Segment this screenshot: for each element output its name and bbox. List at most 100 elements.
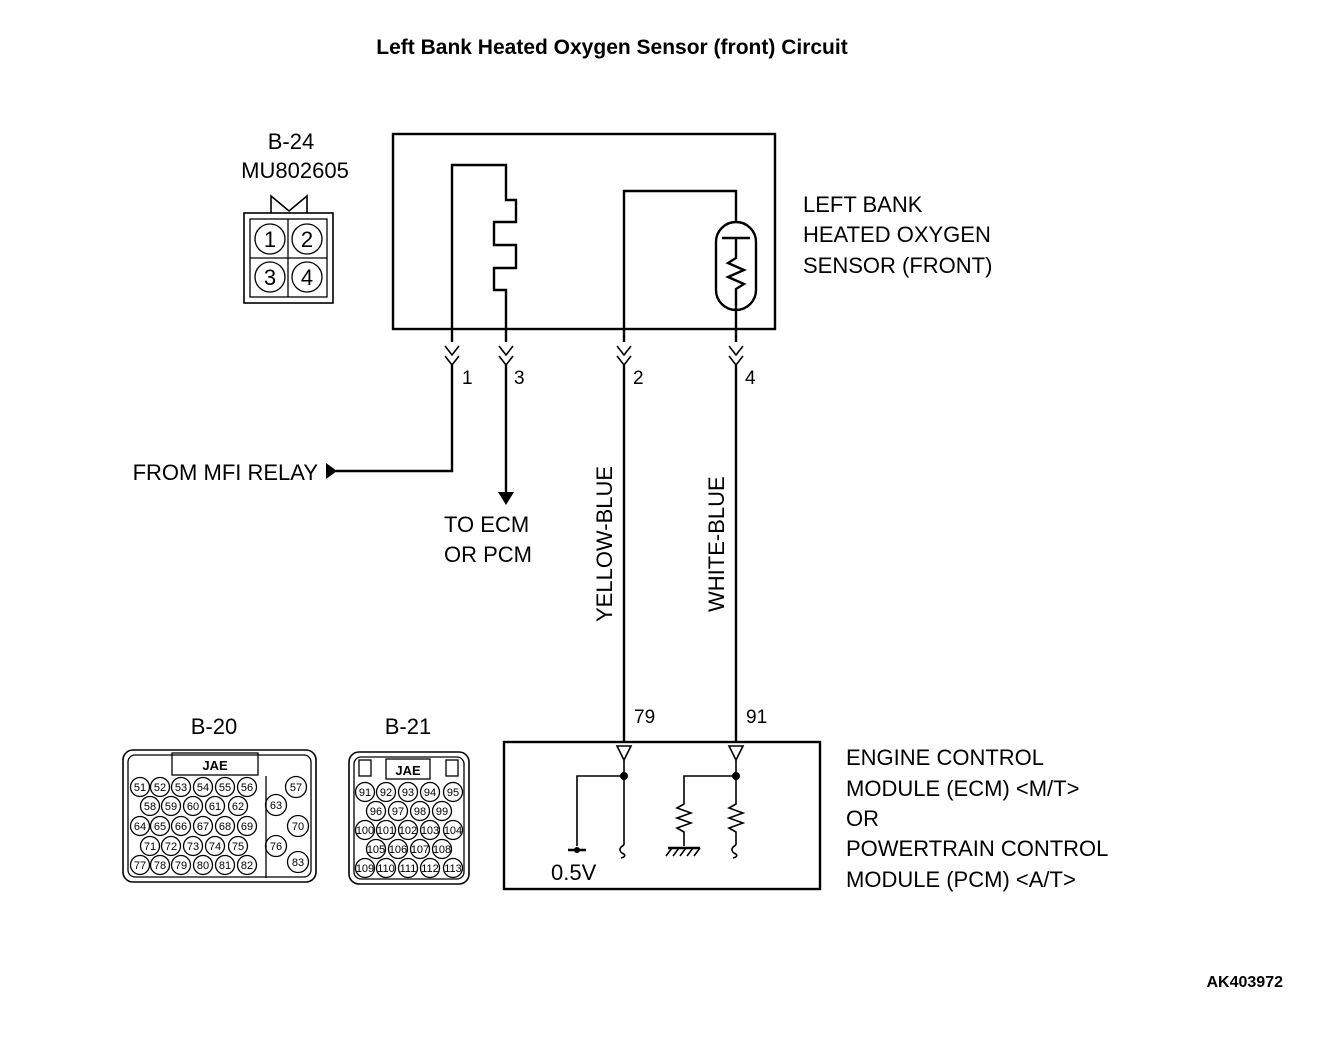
connector-pin [397, 819, 419, 841]
connector-b24-pin-circle [291, 261, 323, 293]
connector-b20-maker: JAE [202, 758, 228, 773]
ecm-signal-tail [731, 844, 738, 859]
connector-pin [409, 838, 431, 860]
connector-pin-label: 55 [219, 782, 231, 794]
to-ecm-label-line: TO ECM [444, 512, 529, 537]
connector-b24-pin-circle [254, 223, 286, 255]
sensing-element-resistor [725, 252, 747, 310]
connector-pin-label: 72 [165, 841, 177, 853]
ecm-label-line: MODULE (ECM) <M/T> [846, 776, 1079, 801]
connector-b24-pin-circle [254, 261, 286, 293]
connector-pin-label: 105 [367, 844, 385, 856]
wire-color-pin4: WHITE-BLUE [704, 476, 729, 612]
connector-pin-label: 70 [292, 821, 304, 833]
ecm-resistor [674, 800, 694, 846]
sensor-box [391, 132, 777, 331]
connector-pin [192, 815, 214, 837]
connector-pin [264, 793, 288, 817]
connector-b24-latch [270, 194, 308, 213]
connector-pin-label: 103 [421, 825, 439, 837]
connector-b20-inner [127, 754, 312, 878]
connector-pin-label: 93 [402, 787, 414, 799]
connector-pin-label: 113 [444, 863, 462, 875]
connector-chevron [728, 345, 744, 367]
connector-pin [214, 776, 236, 798]
connector-pin-label: 97 [392, 806, 404, 818]
connector-b20-maker-plate [171, 752, 259, 776]
connector-pin [397, 857, 419, 879]
connector-b21-key [358, 759, 372, 777]
connector-pin [160, 835, 182, 857]
connector-pin-label: 109 [356, 863, 374, 875]
ecm-voltage-label: 0.5V [551, 860, 597, 885]
connector-pin-label: 56 [241, 782, 253, 794]
connector-b20-outline [122, 749, 317, 883]
connector-pin-label: 73 [187, 841, 199, 853]
connector-pin [149, 776, 171, 798]
connector-pin [397, 781, 419, 803]
sensor-terminal-number: 4 [745, 368, 756, 389]
connector-pin-label: 91 [359, 787, 371, 799]
connector-b20-id: B-20 [191, 714, 237, 739]
ecm-input-triangle [615, 745, 633, 762]
ecm-output-arrow [498, 492, 514, 505]
connector-pin [170, 815, 192, 837]
connector-pin [214, 815, 236, 837]
connector-b21-outline [348, 751, 470, 885]
ecm-signal-tail [619, 844, 626, 859]
connector-pin [419, 857, 441, 879]
wire-color-pin2: YELLOW-BLUE [592, 466, 617, 622]
oxygen-sensor: LEFT BANK HEATED OXYGEN SENSOR (FRONT) [391, 132, 992, 342]
connector-pin-label: 110 [377, 863, 395, 875]
connector-pin-label: 79 [175, 860, 187, 872]
connector-pin-label: 75 [232, 841, 244, 853]
connector-pin-label: 60 [187, 801, 199, 813]
ecm-label-line: ENGINE CONTROL [846, 745, 1044, 770]
connector-pin [354, 819, 376, 841]
connector-pin [442, 857, 464, 879]
document-code: AK403972 [1207, 974, 1284, 991]
connector-pin-label: 76 [270, 841, 282, 853]
connector-pin-label: 92 [380, 787, 392, 799]
connector-pin-label: 108 [433, 844, 451, 856]
connector-pin-label: 100 [356, 825, 374, 837]
connector-pin [129, 815, 151, 837]
connector-pin [236, 854, 258, 876]
from-relay-label: FROM MFI RELAY [133, 460, 319, 485]
sensor-label-line: HEATED OXYGEN [803, 222, 991, 247]
sensing-element-wire [622, 189, 738, 342]
ecm-terminal-number: 79 [634, 707, 655, 728]
connector-b24: B-24 MU802605 1 2 3 4 [241, 129, 349, 304]
connector-pin-label: 106 [389, 844, 407, 856]
connector-pin [419, 819, 441, 841]
connector-pin-label: 111 [400, 863, 417, 875]
connector-pin-label: 71 [144, 841, 156, 853]
connector-pin [192, 854, 214, 876]
connector-b21-maker-plate [385, 758, 431, 780]
connector-pin [354, 857, 376, 879]
connector-pin [129, 854, 151, 876]
connector-pin [387, 800, 409, 822]
connector-pin-label: 104 [444, 825, 462, 837]
connector-pin [365, 838, 387, 860]
ecm-label-line: POWERTRAIN CONTROL [846, 836, 1108, 861]
connector-pin-label: 94 [424, 787, 436, 799]
connector-pin-label: 68 [219, 821, 231, 833]
connector-pin [286, 814, 310, 838]
connector-pin-label: 66 [175, 821, 187, 833]
connector-pin-label: 65 [154, 821, 166, 833]
connector-pin [204, 795, 226, 817]
connector-b21-key [445, 759, 459, 777]
connector-b24-pin-circle [291, 223, 323, 255]
connector-chevron [616, 345, 632, 367]
wires: FROM MFI RELAY TO ECM OR PCM YELLOW-BLUE… [133, 365, 767, 742]
connector-pin-label: 96 [370, 806, 382, 818]
connector-pin [149, 854, 171, 876]
connector-pin [284, 775, 308, 799]
connector-pin [431, 838, 453, 860]
connector-chevron [498, 345, 514, 367]
connector-pin-label: 52 [154, 782, 166, 794]
